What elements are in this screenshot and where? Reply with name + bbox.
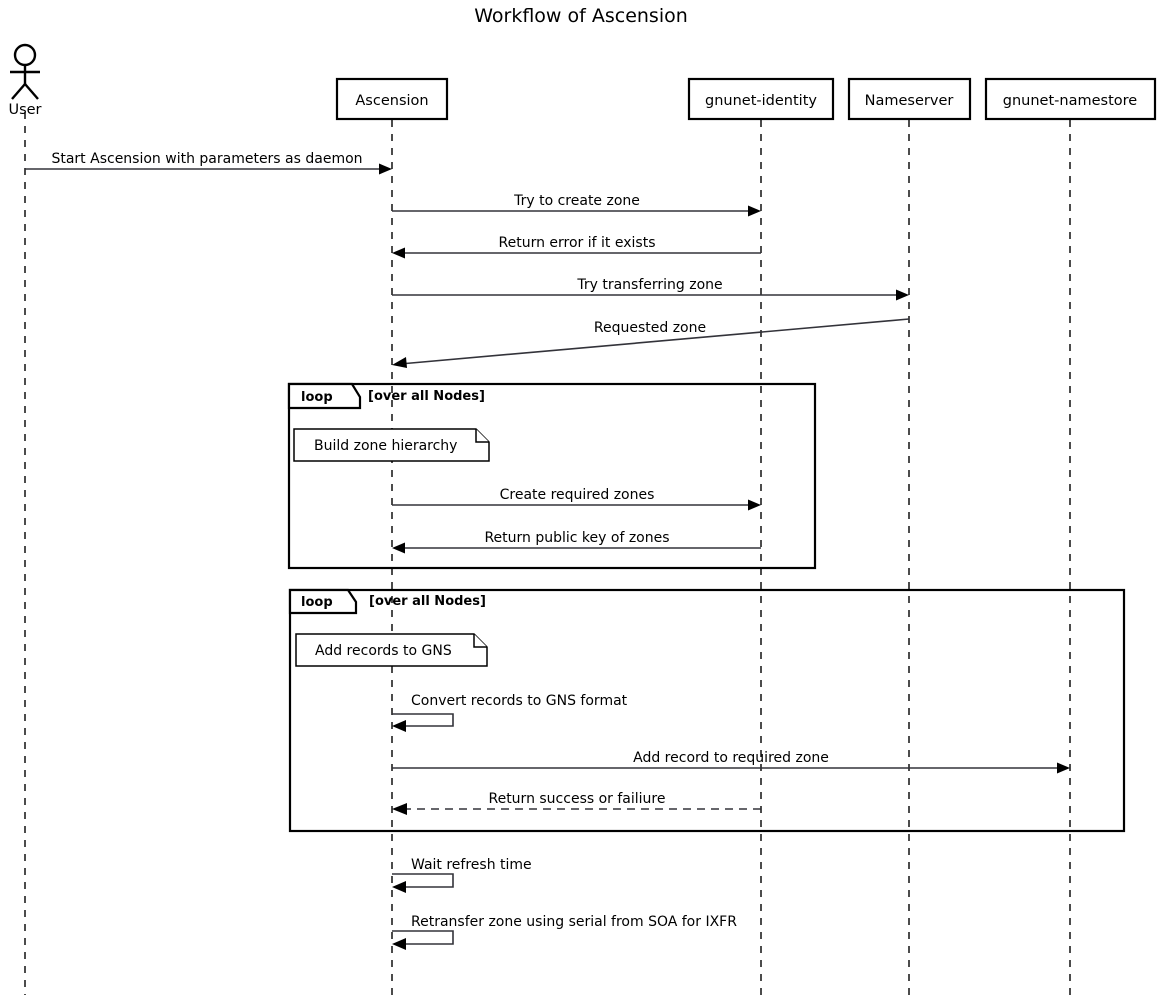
arrow-head-left-icon	[392, 720, 406, 732]
fragment-keyword: loop	[301, 390, 333, 405]
arrow-head-right-icon	[1057, 762, 1070, 774]
note-shape	[295, 633, 488, 667]
message-label: Retransfer zone using serial from SOA fo…	[411, 914, 737, 930]
page-title: Workflow of Ascension	[474, 5, 688, 27]
fragment-frame	[288, 588, 1126, 833]
participant-box	[984, 77, 1157, 121]
participant-label: gnunet-identity	[705, 93, 817, 109]
note-label: Build zone hierarchy	[314, 438, 457, 454]
arrow-head-right-icon	[379, 163, 392, 175]
message-label: Wait refresh time	[411, 857, 532, 873]
arrow-head-left-icon	[392, 803, 407, 815]
message-label: Return public key of zones	[484, 530, 669, 546]
participant-box	[335, 77, 449, 121]
stick-figure-actor-icon	[10, 43, 40, 100]
message-label: Return error if it exists	[499, 235, 656, 251]
message-label: Add record to required zone	[633, 750, 829, 766]
fragment-condition: [over all Nodes]	[369, 594, 486, 609]
message-retransfer-zone-using-serial-from-soa-for-ixfr[interactable]: Retransfer zone using serial from SOA fo…	[392, 914, 737, 950]
participant-gnunet-namestore[interactable]: gnunet-namestore	[984, 77, 1157, 121]
message-arrow-line	[399, 318, 910, 365]
participant-box	[847, 77, 972, 121]
arrow-head-left-icon	[392, 247, 405, 259]
note-build-zone-hierarchy[interactable]: Build zone hierarchy	[293, 428, 490, 462]
message-return-success-or-failiure[interactable]: Return success or failiure	[392, 791, 761, 815]
message-label: Create required zones	[500, 487, 655, 503]
fragment-keyword: loop	[301, 595, 333, 610]
message-label: Try transferring zone	[576, 277, 722, 293]
note-fold-corner	[475, 429, 489, 443]
fragment-loop-1[interactable]: loop [over all Nodes] Build zone hierarc…	[287, 382, 817, 570]
note-shape	[293, 428, 490, 462]
message-requested-zone[interactable]: Requested zone	[392, 318, 910, 368]
message-convert-records-to-gns-format[interactable]: Convert records to GNS format	[392, 693, 628, 732]
message-try-transferring-zone[interactable]: Try transferring zone	[392, 277, 909, 301]
note-add-records-to-gns[interactable]: Add records to GNS	[295, 633, 488, 667]
arrow-head-left-icon	[392, 881, 406, 893]
participant-gnunet-identity[interactable]: gnunet-identity	[687, 77, 835, 121]
fragment-tab	[287, 382, 362, 410]
message-self-arrow-line	[392, 930, 454, 945]
message-wait-refresh-time[interactable]: Wait refresh time	[392, 857, 532, 893]
participant-label: gnunet-namestore	[1003, 93, 1137, 109]
message-create-required-zones[interactable]: Create required zones	[392, 487, 761, 511]
arrow-head-right-icon	[748, 205, 761, 217]
participant-label: Ascension	[355, 93, 428, 109]
actor-user[interactable]: User	[8, 43, 42, 118]
actor-label: User	[8, 102, 41, 118]
message-try-to-create-zone[interactable]: Try to create zone	[392, 193, 761, 217]
participant-box	[687, 77, 835, 121]
fragment-condition: [over all Nodes]	[368, 389, 485, 404]
message-label: Convert records to GNS format	[411, 693, 628, 709]
lifelines-group	[24, 112, 1071, 995]
arrow-head-left-icon	[392, 542, 405, 554]
fragment-tab	[288, 588, 358, 615]
message-add-record-to-required-zone[interactable]: Add record to required zone	[392, 750, 1070, 774]
message-label: Try to create zone	[513, 193, 640, 209]
note-fold-corner	[473, 634, 487, 648]
message-start-ascension-with-parameters-as-daemon[interactable]: Start Ascension with parameters as daemo…	[25, 151, 392, 175]
arrow-head-left-icon	[392, 357, 407, 368]
message-return-error-if-it-exists[interactable]: Return error if it exists	[392, 235, 761, 259]
arrow-head-right-icon	[896, 289, 909, 301]
participant-ascension[interactable]: Ascension	[335, 77, 449, 121]
message-label: Start Ascension with parameters as daemo…	[51, 151, 362, 167]
arrow-head-left-icon	[392, 938, 406, 950]
participant-label: Nameserver	[865, 93, 954, 109]
fragment-frame	[287, 382, 817, 570]
message-label: Requested zone	[594, 320, 706, 336]
arrow-head-right-icon	[748, 499, 761, 511]
message-label: Return success or failiure	[488, 791, 665, 807]
note-label: Add records to GNS	[315, 643, 452, 659]
message-self-arrow-line	[392, 713, 454, 727]
message-self-arrow-line	[392, 873, 454, 888]
participant-nameserver[interactable]: Nameserver	[847, 77, 972, 121]
fragment-loop-2[interactable]: loop [over all Nodes] Add records to GNS…	[288, 588, 1126, 833]
message-return-public-key-of-zones[interactable]: Return public key of zones	[392, 530, 761, 554]
